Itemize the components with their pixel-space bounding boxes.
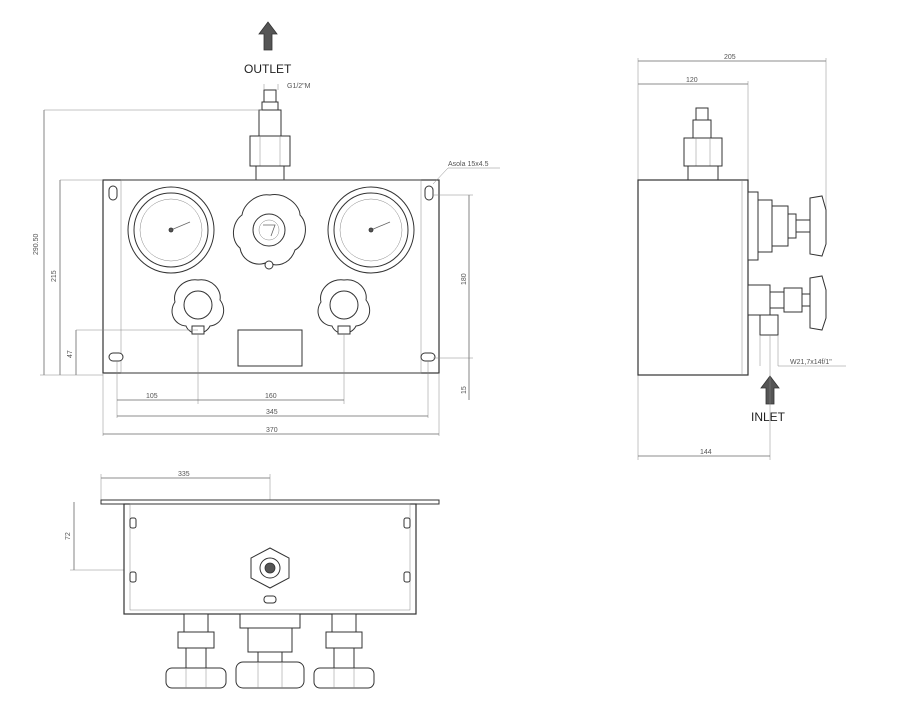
mounting-hole	[420, 352, 436, 362]
side-inlet-valve	[747, 275, 827, 336]
outlet-label: OUTLET	[244, 62, 292, 76]
inlet-label: INLET	[751, 410, 786, 424]
inlet-thread-note: W21,7x14f/1"	[790, 359, 832, 366]
dim-box-depth: 120	[686, 77, 698, 84]
dim-bottom: 144	[700, 449, 712, 456]
dim-outlet-x: 335	[178, 471, 190, 478]
top-right-valve	[313, 613, 375, 689]
regulator-handwheel	[233, 194, 306, 270]
pressure-gauge-right	[327, 186, 415, 274]
dim-bottom-offset: 15	[461, 386, 468, 394]
mounting-hole	[108, 352, 124, 362]
dim-width-total: 370	[266, 427, 278, 434]
top-center-regulator	[235, 613, 305, 689]
side-outlet-fitting	[683, 107, 723, 181]
dim-knob-height: 47	[67, 350, 74, 358]
dim-outlet-y: 72	[65, 532, 72, 540]
side-box	[637, 179, 749, 376]
outlet-arrow-icon	[258, 21, 278, 51]
top-view: 335 72	[65, 471, 440, 689]
top-flange	[100, 499, 440, 505]
dim-hole-spacing-h: 345	[266, 409, 278, 416]
side-view: 205 120	[637, 54, 846, 460]
dim-height-total: 290.50	[33, 233, 40, 255]
dim-depth-total: 205	[724, 54, 736, 61]
valve-knob-right	[317, 279, 371, 335]
dim-knob-spacing: 160	[265, 393, 277, 400]
outlet-thread-note: G1/2"M	[287, 83, 311, 90]
mounting-hole	[424, 185, 434, 201]
top-outlet-hex	[250, 547, 290, 589]
side-regulator	[747, 191, 827, 261]
outlet-fitting	[249, 89, 291, 181]
front-view: OUTLET G1/2"M	[33, 21, 500, 436]
nameplate	[237, 329, 303, 367]
dim-height-box: 215	[51, 270, 58, 282]
slot-note: Asola 15x4.5	[448, 161, 489, 168]
top-left-valve	[165, 613, 227, 689]
mounting-hole	[108, 185, 118, 201]
pressure-gauge-left	[127, 186, 215, 274]
dim-knob-left: 105	[146, 393, 158, 400]
dim-hole-spacing-v: 180	[461, 273, 468, 285]
